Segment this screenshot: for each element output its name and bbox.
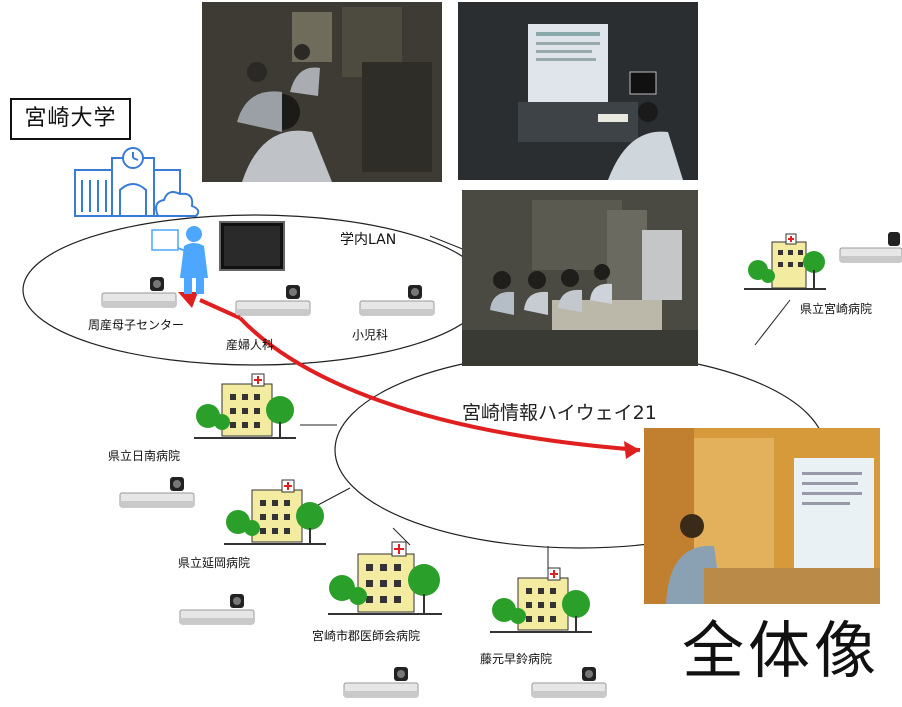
caption-overview: 全体像: [682, 614, 881, 687]
hospital-label-nobeoka: 県立延岡病院: [178, 556, 251, 570]
link-miyazaki: [754, 299, 791, 346]
connection-arrow-head-end: [624, 441, 640, 459]
university-building-icon: [74, 147, 200, 217]
site-label-obgyn: 産婦人科: [226, 338, 275, 352]
vc-unit-pediatrics: [359, 285, 435, 316]
photo-lecture-audience: [202, 2, 442, 182]
photo-projection-room: [458, 2, 698, 180]
campus-lan-label: 学内LAN: [340, 232, 397, 248]
hospital-label-miyazaki: 県立宮崎病院: [800, 302, 873, 316]
hospital-icon-gunishikai: [328, 541, 442, 615]
hospital-label-nichinan: 県立日南病院: [108, 449, 181, 463]
vc-unit-nobeoka: [179, 594, 255, 625]
presenter-icon: [151, 221, 285, 294]
vc-unit-gunishikai: [343, 667, 419, 698]
photo-conference-room: [462, 190, 698, 366]
vc-unit-nichinan: [119, 477, 195, 508]
info-highway-label: 宮崎情報ハイウェイ21: [462, 402, 657, 424]
hospital-icon-nobeoka: [224, 479, 326, 545]
link-gunishikai: [392, 527, 411, 546]
site-label-perinatal: 周産母子センター: [88, 318, 185, 332]
link-nobeoka: [317, 487, 351, 506]
photo-remote-hospital: [644, 428, 880, 604]
university-label: 宮崎大学: [10, 98, 131, 140]
hospital-label-gunishikai: 宮崎市郡医師会病院: [312, 629, 421, 643]
connection-arrow: [238, 316, 641, 452]
link-lan-photo: [429, 235, 466, 251]
hospital-icon-nichinan: [194, 373, 296, 439]
site-label-pediatrics: 小児科: [352, 328, 389, 342]
connection-arrow-start: [199, 298, 241, 320]
vc-unit-perinatal: [101, 277, 177, 308]
vc-unit-fujimoto: [531, 667, 607, 698]
vc-unit-obgyn: [235, 285, 311, 316]
connection-arrow-head-start: [178, 292, 198, 308]
hospital-icon-fujimoto: [490, 567, 592, 633]
hospital-icon-miyazaki: [744, 233, 826, 290]
hospital-label-fujimoto: 藤元早鈴病院: [480, 652, 553, 666]
vc-unit-miyazaki: [839, 232, 902, 263]
